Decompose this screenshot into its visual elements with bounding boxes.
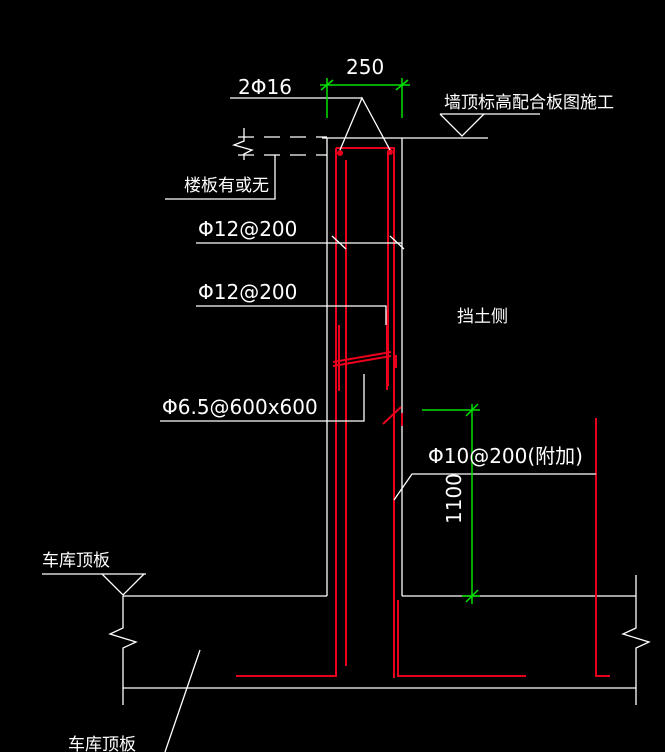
additional-bars-label: Φ10@200(附加) (428, 444, 583, 468)
wall-top-note-label: 墙顶标高配合板图施工 (444, 93, 614, 113)
wall-outline (108, 137, 651, 705)
top-bars-label: 2Φ16 (238, 75, 292, 99)
rebar-cage (236, 147, 610, 678)
garage-floor-label: 车库顶板 (68, 735, 136, 752)
dim-width-label: 250 (346, 55, 384, 79)
vertical-bars-label: Φ12@200 (198, 217, 297, 241)
slab-note-label: 楼板有或无 (184, 176, 269, 196)
dimension-lines (320, 78, 480, 604)
optional-slab-outline (231, 128, 327, 160)
dim-height-label: 1100 (442, 473, 466, 524)
leader-lines (42, 96, 596, 752)
horizontal-bars-label: Φ12@200 (198, 280, 297, 304)
top-bar-dots (337, 149, 393, 156)
soil-side-label: 挡土侧 (457, 307, 508, 327)
ties-label: Φ6.5@600x600 (162, 395, 318, 419)
garage-roof-label: 车库顶板 (42, 551, 110, 571)
